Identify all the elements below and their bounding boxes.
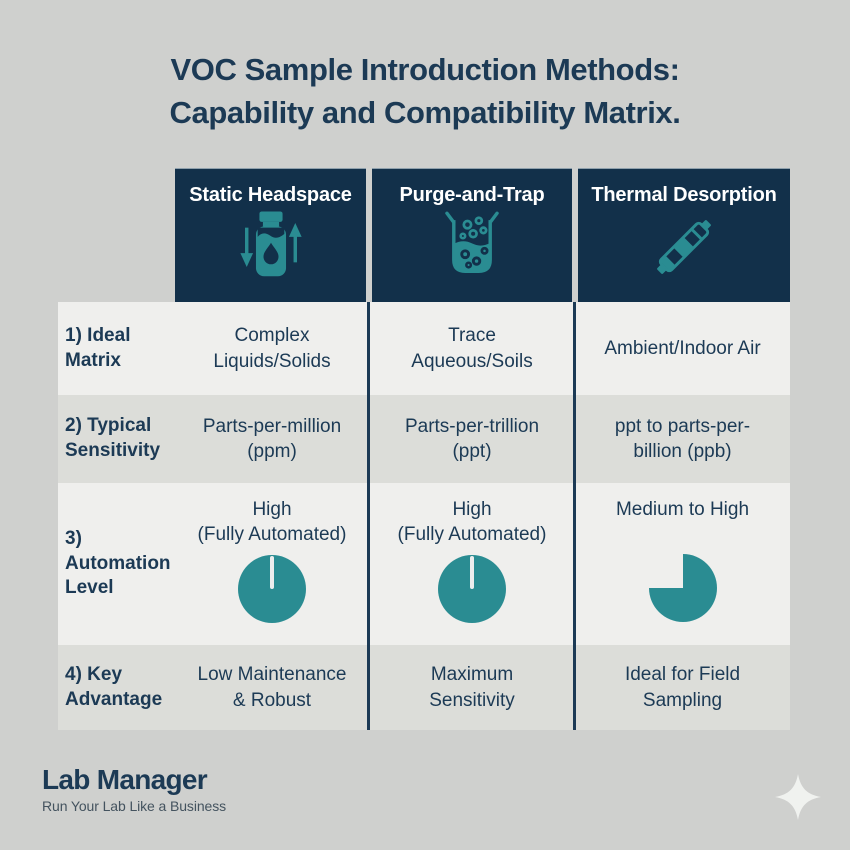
automation-text: High (Fully Automated): [397, 499, 547, 546]
row-typical-sensitivity: 2) Typical Sensitivity Parts-per-million…: [58, 395, 790, 483]
column-divider: [367, 302, 370, 730]
cell-thermal-desorption-automation: Medium to High: [575, 483, 790, 645]
matrix-header-row: Static Headspace Purge-and-Trap: [175, 168, 790, 302]
cell-purge-and-trap-sensitivity: Parts-per-trillion (ppt): [404, 415, 540, 462]
page-title-line2: Capability and Compatibility Matrix.: [169, 95, 681, 130]
cell-thermal-desorption-sensitivity: ppt to parts-per- billion (ppb): [614, 415, 751, 462]
thermal-desorption-tube-icon: [657, 220, 711, 274]
row-label: 1) Ideal Matrix: [65, 324, 131, 371]
cell-static-headspace-automation: High (Fully Automated): [175, 483, 369, 645]
column-header-static-headspace: Static Headspace: [175, 168, 366, 302]
automation-pie-chart: [648, 554, 717, 623]
row-label: 3) Automation Level: [65, 527, 171, 599]
headspace-vial-icon: [239, 211, 302, 277]
row-label: 2) Typical Sensitivity: [65, 415, 161, 461]
column-header-label: Purge-and-Trap: [399, 184, 545, 206]
column-header-thermal-desorption: Thermal Desorption: [578, 168, 790, 302]
automation-text: Medium to High: [615, 499, 750, 520]
automation-pie-chart: [438, 555, 506, 624]
column-header-label: Static Headspace: [189, 184, 352, 206]
column-divider: [573, 302, 576, 730]
pie-needle: [470, 556, 474, 590]
automation-text: High (Fully Automated): [197, 499, 347, 546]
row-automation-level: 3) Automation Level High (Fully Automate…: [58, 483, 790, 645]
cell-static-headspace-advantage: Low Maintenance & Robust: [197, 664, 347, 711]
row-ideal-matrix: 1) Ideal Matrix Complex Liquids/Solids T…: [58, 302, 790, 395]
brand-name: Lab Manager: [42, 764, 208, 795]
page-title-line1: VOC Sample Introduction Methods:: [170, 52, 680, 87]
cell-static-headspace-sensitivity: Parts-per-million (ppm): [202, 415, 342, 462]
cell-thermal-desorption-advantage: Ideal for Field Sampling: [624, 664, 741, 711]
lab-manager-logo: Lab Manager Run Your Lab Like a Business: [42, 764, 226, 814]
brand-tagline: Run Your Lab Like a Business: [42, 798, 226, 814]
page-title: VOC Sample Introduction Methods: Capabil…: [0, 48, 850, 134]
sparkle-icon: [775, 774, 821, 820]
cell-purge-and-trap-ideal-matrix: Trace Aqueous/Soils: [411, 325, 533, 372]
pie-needle: [270, 556, 274, 590]
cell-purge-and-trap-advantage: Maximum Sensitivity: [429, 664, 515, 711]
cell-static-headspace-ideal-matrix: Complex Liquids/Solids: [213, 325, 331, 372]
matrix-body: 1) Ideal Matrix Complex Liquids/Solids T…: [58, 302, 790, 730]
cell-thermal-desorption-ideal-matrix: Ambient/Indoor Air: [604, 337, 761, 359]
purge-trap-beaker-icon: [445, 211, 499, 274]
row-label: 4) Key Advantage: [65, 663, 163, 710]
row-key-advantage: 4) Key Advantage Low Maintenance & Robus…: [58, 645, 790, 730]
automation-pie-chart: [238, 555, 306, 624]
column-header-label: Thermal Desorption: [591, 184, 777, 206]
column-header-purge-and-trap: Purge-and-Trap: [372, 168, 572, 302]
cell-purge-and-trap-automation: High (Fully Automated): [369, 483, 575, 645]
